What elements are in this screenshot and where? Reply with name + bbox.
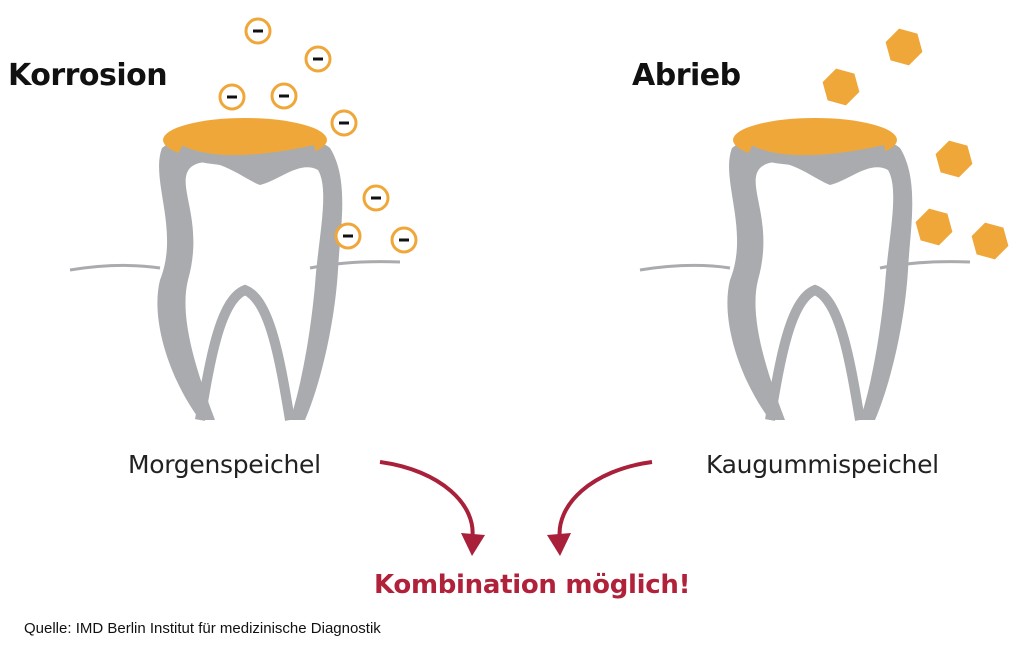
minus-ion-icon bbox=[218, 83, 246, 111]
ion-particles bbox=[218, 17, 418, 254]
minus-ion-icon bbox=[304, 45, 332, 73]
hexagon-particle-icon bbox=[885, 28, 923, 66]
minus-ion-icon bbox=[362, 184, 390, 212]
arrow-left-icon bbox=[379, 460, 485, 556]
conclusion-label: Kombination möglich! bbox=[374, 570, 691, 600]
left-title: Korrosion bbox=[8, 58, 168, 93]
source-note: Quelle: IMD Berlin Institut für medizini… bbox=[24, 620, 381, 637]
left-caption: Morgenspeichel bbox=[128, 450, 321, 479]
hexagon-particle-icon bbox=[822, 68, 860, 106]
minus-ion-icon bbox=[334, 222, 362, 250]
abrasion-particles bbox=[822, 28, 1009, 260]
arrow-right-icon bbox=[547, 460, 653, 556]
hexagon-particle-icon bbox=[935, 140, 973, 178]
right-tooth-icon bbox=[640, 118, 970, 420]
minus-ion-icon bbox=[270, 82, 298, 110]
left-tooth-icon bbox=[70, 118, 400, 420]
minus-ion-icon bbox=[244, 17, 272, 45]
minus-ion-icon bbox=[330, 109, 358, 137]
right-caption: Kaugummispeichel bbox=[706, 450, 939, 479]
hexagon-particle-icon bbox=[971, 222, 1009, 260]
hexagon-particle-icon bbox=[915, 208, 953, 246]
right-title: Abrieb bbox=[632, 58, 741, 93]
minus-ion-icon bbox=[390, 226, 418, 254]
